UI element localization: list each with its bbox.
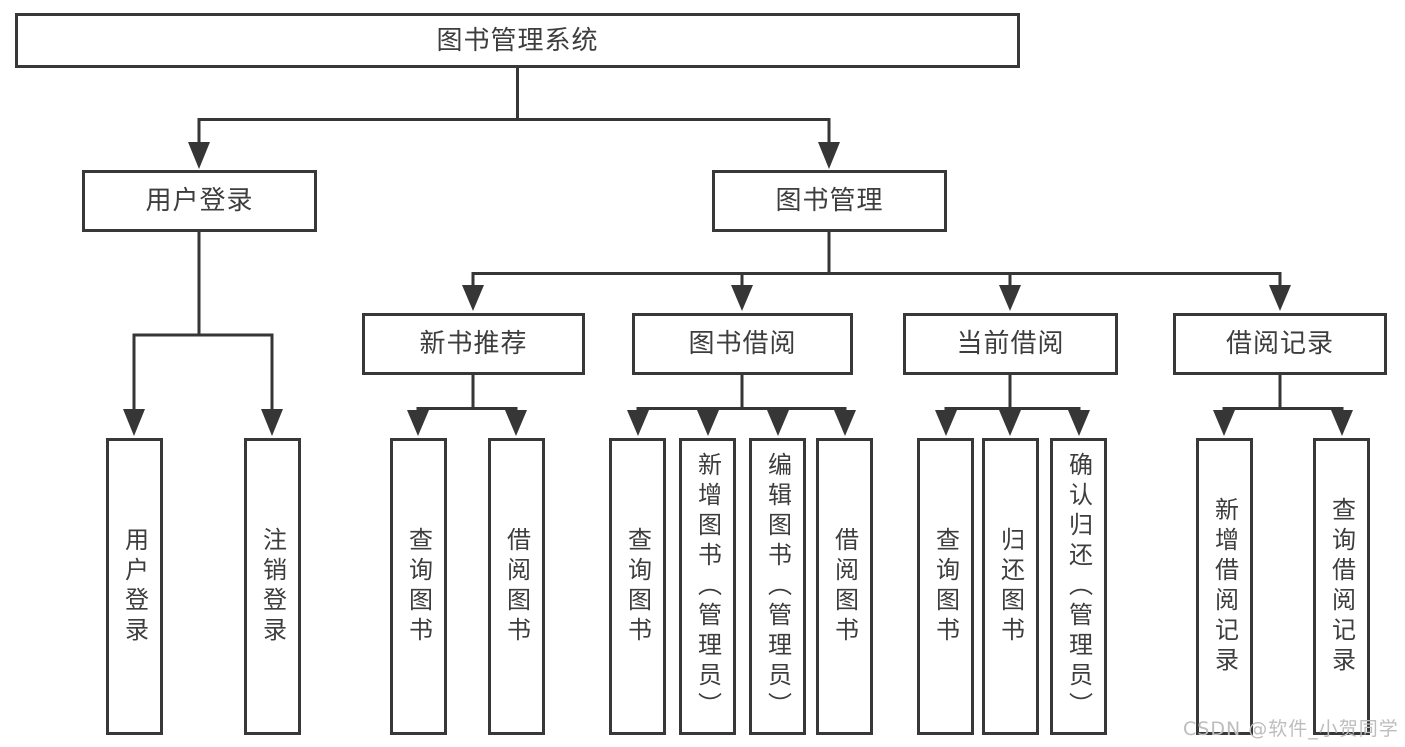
connector-current-borrowing xyxy=(944,375,1081,413)
leaf-logout: 注销登录 xyxy=(244,438,301,735)
arrowhead xyxy=(505,410,527,436)
arrowhead xyxy=(1269,285,1291,311)
arrowhead xyxy=(999,285,1021,311)
leaf-records-add: 新增借阅记录 xyxy=(1196,438,1253,735)
connector-root xyxy=(197,68,831,146)
arrowhead xyxy=(627,410,649,436)
arrowhead xyxy=(767,410,789,436)
arrowhead xyxy=(1331,410,1353,436)
node-current-borrowing: 当前借阅 xyxy=(903,313,1118,375)
arrowhead xyxy=(999,410,1021,436)
arrowhead xyxy=(123,409,145,436)
leaf-current-confirm-admin: 确认归还（管理员） xyxy=(1050,438,1107,735)
node-book-borrowing: 图书借阅 xyxy=(632,313,853,375)
leaf-user-login: 用户登录 xyxy=(106,438,163,735)
arrowhead xyxy=(407,410,429,436)
node-new-books: 新书推荐 xyxy=(362,313,585,375)
arrowhead xyxy=(697,410,719,436)
leaf-borrowing-edit-admin: 编辑图书（管理员） xyxy=(749,438,806,735)
arrowhead xyxy=(1068,410,1090,436)
arrowhead xyxy=(462,285,484,311)
connector-user-login xyxy=(132,232,274,412)
leaf-newbooks-query: 查询图书 xyxy=(390,438,447,735)
leaf-borrowing-add-admin: 新增图书（管理员） xyxy=(679,438,736,735)
connector-book-management xyxy=(471,232,1282,288)
node-book-management: 图书管理 xyxy=(712,170,947,232)
arrowhead xyxy=(261,409,283,436)
node-borrow-records: 借阅记录 xyxy=(1173,313,1387,375)
node-user-login: 用户登录 xyxy=(82,170,317,232)
arrowhead xyxy=(1213,410,1235,436)
watermark: CSDN @软件_小贺同学 xyxy=(1183,718,1399,740)
arrowhead xyxy=(188,142,210,169)
leaf-newbooks-borrow: 借阅图书 xyxy=(488,438,545,735)
arrowhead xyxy=(935,410,957,436)
leaf-records-query: 查询借阅记录 xyxy=(1313,438,1370,735)
leaf-borrowing-query: 查询图书 xyxy=(609,438,666,735)
connector-borrow-records xyxy=(1222,375,1344,413)
leaf-current-return: 归还图书 xyxy=(982,438,1039,735)
arrowhead xyxy=(731,285,753,311)
node-root: 图书管理系统 xyxy=(15,13,1020,68)
leaf-current-query: 查询图书 xyxy=(917,438,974,735)
connector-new-books xyxy=(416,375,518,413)
connector-book-borrowing xyxy=(636,375,847,413)
arrowhead xyxy=(818,142,840,169)
leaf-borrowing-borrow: 借阅图书 xyxy=(816,438,873,735)
arrowhead xyxy=(834,410,856,436)
